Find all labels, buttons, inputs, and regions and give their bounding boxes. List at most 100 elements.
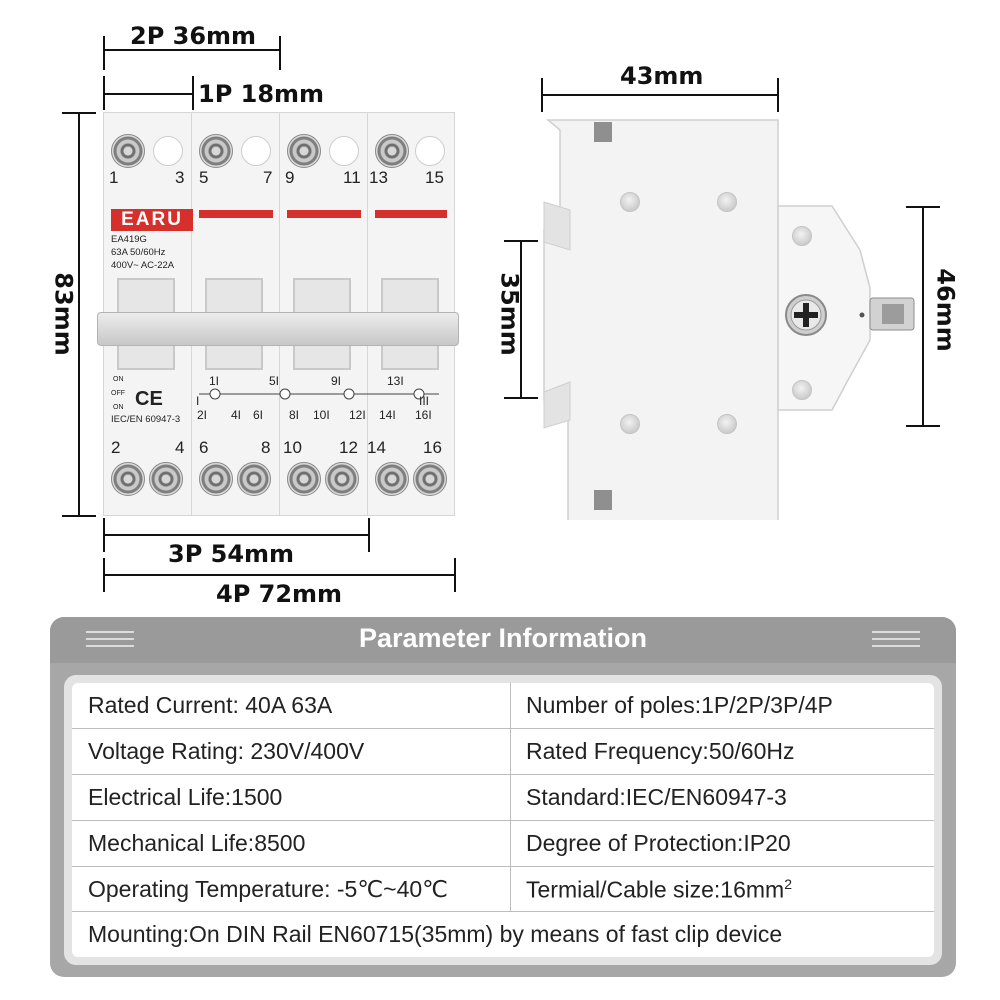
screw-icon	[413, 462, 447, 496]
rivet-dot	[792, 380, 812, 400]
param-mounting: Mounting:On DIN Rail EN60715(35mm) by me…	[88, 921, 783, 947]
dim-rail-line	[520, 240, 522, 398]
dim-3p-label: 3P 54mm	[168, 540, 295, 568]
dim-3p-tick-right	[368, 518, 370, 552]
schematic-label: III	[419, 394, 430, 408]
terminal-number: 3	[175, 168, 185, 187]
dim-2p-tick-right	[279, 36, 281, 70]
rating-text: 63A 50/60Hz	[111, 247, 166, 258]
schematic-label: 8I	[289, 408, 300, 422]
param-cable-size: Termial/Cable size:16mm2	[526, 876, 792, 904]
dim-rail-tick-bottom	[504, 397, 538, 399]
terminal-hole	[241, 136, 271, 166]
schematic-label: 10I	[313, 408, 330, 422]
schematic-label: 6I	[253, 408, 264, 422]
schematic-label: 4I	[231, 408, 242, 422]
screw-icon	[287, 462, 321, 496]
dim-4p-tick-right	[454, 558, 456, 592]
table-row-divider	[72, 911, 934, 912]
switch-schematic	[199, 388, 439, 400]
rivet-dot	[717, 414, 737, 434]
parameter-panel-header: Parameter Information	[50, 617, 956, 663]
dim-front-label: 46mm	[931, 268, 960, 352]
screw-icon	[199, 134, 233, 168]
schematic-label: 14I	[379, 408, 396, 422]
screw-icon	[199, 462, 233, 496]
terminal-number: 12	[339, 438, 358, 457]
schematic-label: 9I	[331, 374, 342, 388]
screw-icon	[149, 462, 183, 496]
terminal-number: 10	[283, 438, 302, 457]
dim-4p-line	[103, 574, 455, 576]
param-operating-temperature: Operating Temperature: -5℃~40℃	[88, 876, 449, 902]
terminal-number: 2	[111, 438, 121, 457]
terminal-number: 1	[109, 168, 119, 187]
position-on-label: ON	[113, 376, 124, 383]
dim-2p-tick-left	[103, 36, 105, 70]
model-text: EA419G	[111, 234, 147, 245]
rivet-dot	[792, 226, 812, 246]
screw-icon	[111, 134, 145, 168]
dim-height-line	[78, 112, 80, 516]
screw-icon	[375, 462, 409, 496]
dim-rail-tick-top	[504, 240, 538, 242]
dim-depth-label: 43mm	[620, 62, 704, 90]
param-standard: Standard:IEC/EN60947-3	[526, 784, 787, 810]
dim-2p-line	[103, 49, 280, 51]
schematic-label: I	[196, 394, 200, 408]
schematic-label: 13I	[387, 374, 404, 388]
dim-4p-tick-left	[103, 558, 105, 592]
table-row-divider	[72, 866, 934, 867]
terminal-number: 9	[285, 168, 295, 187]
dim-rail-label: 35mm	[495, 272, 524, 356]
dim-3p-line	[103, 534, 369, 536]
rating-text: 400V~ AC-22A	[111, 260, 175, 271]
table-row-divider	[72, 728, 934, 729]
terminal-hole	[415, 136, 445, 166]
dim-3p-tick-left	[103, 518, 105, 552]
switch-handle[interactable]	[97, 312, 459, 346]
param-degree-of-protection: Degree of Protection:IP20	[526, 830, 791, 856]
dim-front-tick-top	[906, 206, 940, 208]
dim-1p-tick-left	[103, 76, 105, 110]
position-on-label: ON	[113, 404, 124, 411]
dim-depth-line	[542, 94, 778, 96]
terminal-number: 7	[263, 168, 273, 187]
param-mechanical-life: Mechanical Life:8500	[88, 830, 306, 856]
dim-depth-tick-right	[777, 78, 779, 112]
terminal-number: 4	[175, 438, 185, 457]
table-column-divider	[510, 683, 511, 911]
dim-height-label: 83mm	[49, 272, 78, 356]
terminal-number: 8	[261, 438, 271, 457]
parameter-panel: Parameter Information Rated Current: 40A…	[50, 617, 956, 977]
dim-1p-line	[103, 93, 193, 95]
standard-text: IEC/EN 60947-3	[111, 414, 181, 425]
rivet-dot	[620, 192, 640, 212]
parameter-table-frame: Rated Current: 40A 63A Number of poles:1…	[64, 675, 942, 965]
schematic-label: 2I	[197, 408, 208, 422]
param-cable-size-superscript: 2	[784, 876, 792, 892]
param-voltage-rating: Voltage Rating: 230V/400V	[88, 738, 365, 764]
rivet-dot	[717, 192, 737, 212]
schematic-label: 16I	[415, 408, 432, 422]
pole-red-bar	[199, 210, 273, 218]
terminal-number: 15	[425, 168, 444, 187]
dim-depth-tick-left	[541, 78, 543, 112]
dim-height-tick-bottom	[62, 515, 96, 517]
terminal-number: 14	[367, 438, 386, 457]
screw-icon	[287, 134, 321, 168]
terminal-number: 11	[343, 168, 361, 187]
pole-red-bar	[287, 210, 361, 218]
dim-front-tick-bottom	[906, 425, 940, 427]
schematic-label: 1I	[209, 374, 220, 388]
terminal-number: 16	[423, 438, 442, 457]
pole-red-bar	[375, 210, 447, 218]
param-rated-current: Rated Current: 40A 63A	[88, 692, 333, 718]
parameter-table: Rated Current: 40A 63A Number of poles:1…	[72, 683, 934, 957]
ce-mark: CE	[135, 388, 163, 410]
screw-icon	[237, 462, 271, 496]
terminal-number: 13	[369, 168, 388, 187]
terminal-hole	[153, 136, 183, 166]
schematic-label: 12I	[349, 408, 366, 422]
param-cable-size-text: Termial/Cable size:16mm	[526, 876, 785, 903]
